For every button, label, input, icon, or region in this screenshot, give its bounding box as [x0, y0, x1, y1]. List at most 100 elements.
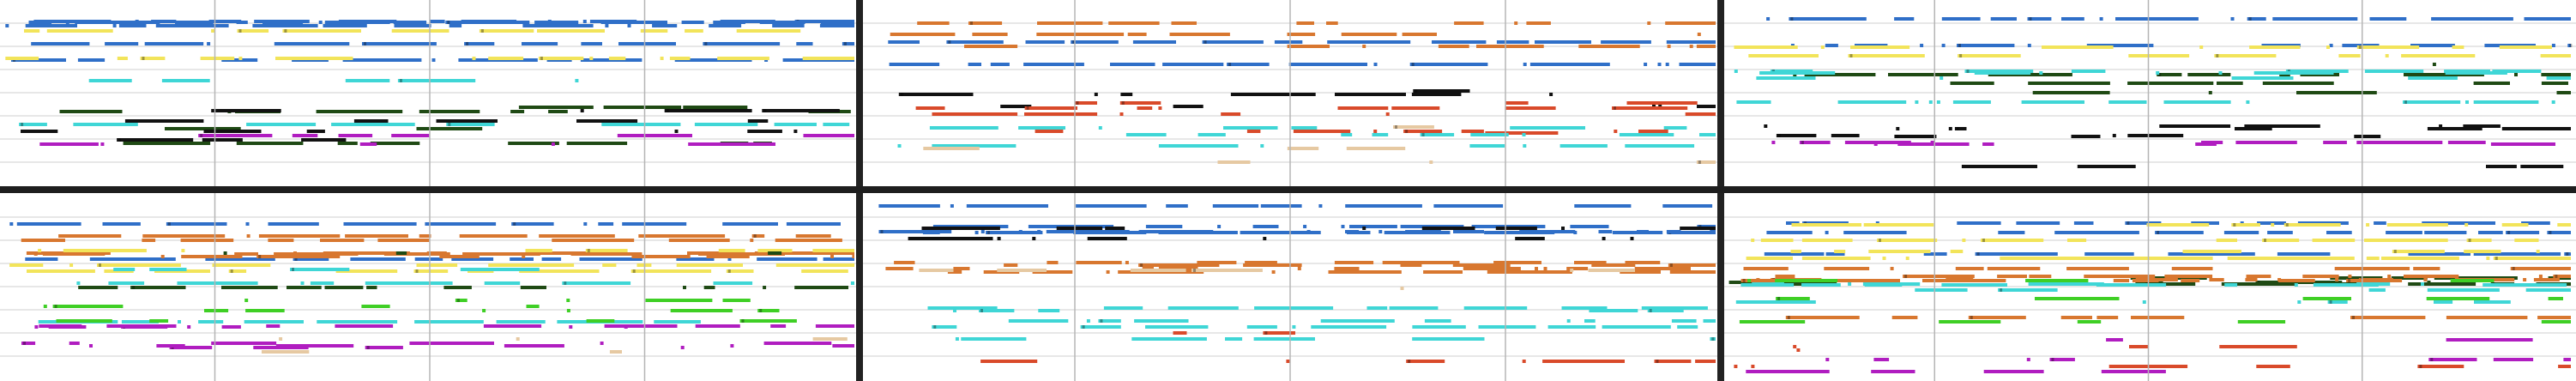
note-magenta — [156, 344, 185, 348]
note-cyan — [1735, 300, 1816, 304]
note-orange — [852, 255, 854, 258]
note-boundary-blue — [2569, 44, 2573, 47]
note-orange — [1824, 267, 1870, 270]
note-yellow — [685, 29, 703, 33]
note-orange — [1032, 270, 1073, 274]
note-blue — [1666, 230, 1681, 233]
note-boundary-black — [118, 138, 122, 142]
note-blue — [1432, 40, 1487, 44]
note-red — [1024, 106, 1077, 110]
note-magenta — [770, 324, 787, 328]
note-blue — [720, 20, 775, 23]
note-boundary-orange — [753, 234, 757, 238]
note-orange — [2181, 279, 2200, 282]
note-boundary-cyan — [1100, 319, 1103, 323]
note-cyan — [1699, 133, 1716, 136]
note-darkgreen — [1782, 282, 1811, 286]
note-blue — [2329, 44, 2333, 47]
note-blue — [1202, 40, 1264, 44]
note-orange — [2350, 316, 2426, 319]
note-magenta — [551, 142, 555, 146]
note-orange — [33, 252, 38, 256]
note-blue — [102, 222, 141, 226]
note-yellow — [181, 249, 185, 252]
note-blue — [2073, 221, 2094, 225]
note-green — [482, 309, 486, 312]
note-boundary-orange — [970, 21, 973, 25]
note-orange — [1543, 267, 1547, 270]
note-boundary-black — [1415, 89, 1418, 93]
note-cyan — [1647, 309, 1684, 312]
note-blue — [2478, 231, 2503, 234]
note-orange — [552, 239, 635, 242]
note-cyan — [961, 337, 1027, 341]
note-yellow — [802, 57, 854, 60]
note-boundary-yellow — [2216, 54, 2219, 57]
note-orange — [180, 239, 234, 242]
note-cyan — [1103, 306, 1143, 310]
note-yellow — [2410, 257, 2430, 260]
note-boundary-blue — [2507, 231, 2511, 234]
note-boundary-cyan — [448, 123, 451, 126]
note-boundary-yellow — [2495, 257, 2498, 260]
note-yellow — [211, 29, 215, 33]
note-tan — [516, 337, 520, 341]
note-cyan — [2327, 300, 2348, 304]
note-blue — [522, 42, 558, 45]
note-tan — [1400, 287, 1404, 290]
note-magenta — [266, 324, 281, 328]
note-yellow — [2262, 239, 2300, 242]
note-boundary-cyan — [1421, 133, 1425, 136]
note-orange — [528, 251, 594, 255]
note-blue — [1941, 44, 1946, 47]
note-cyan — [414, 320, 484, 324]
note-blue — [1519, 230, 1576, 233]
note-green — [757, 309, 780, 312]
note-orange — [1328, 270, 1402, 274]
note-orange — [2096, 316, 2119, 319]
note-cyan — [1131, 337, 1207, 341]
note-blue — [175, 21, 214, 24]
note-cyan — [2445, 71, 2507, 75]
note-black — [1549, 93, 1553, 96]
note-magenta — [1746, 370, 1830, 373]
note-yellow — [2326, 45, 2330, 49]
note-blue — [2168, 252, 2255, 256]
note-cyan — [2427, 288, 2500, 292]
note-magenta — [730, 344, 734, 348]
note-blue — [318, 21, 323, 24]
note-blue — [1378, 230, 1383, 233]
note-orange — [1402, 33, 1437, 36]
note-cyan — [897, 144, 902, 148]
note-darkgreen — [683, 286, 686, 289]
note-boundary-yellow — [1982, 239, 1985, 242]
note-yellow — [2280, 257, 2355, 260]
note-tan — [997, 269, 1047, 272]
note-orange — [1243, 263, 1302, 267]
note-blue — [2027, 44, 2031, 47]
note-yellow — [1834, 250, 1846, 253]
note-red — [1734, 365, 1738, 368]
note-yellow — [2401, 54, 2476, 57]
note-orange — [1108, 21, 1160, 25]
note-cyan — [1584, 319, 1596, 323]
note-cyan — [2224, 283, 2238, 287]
note-boundary-black — [1896, 135, 1899, 138]
note-cyan — [1246, 325, 1277, 329]
note-boundary-cyan — [1082, 325, 1085, 329]
note-darkgreen — [223, 251, 227, 255]
note-blue — [1252, 225, 1279, 228]
note-orange — [160, 255, 165, 258]
note-cyan — [2474, 300, 2511, 304]
note-red — [1391, 106, 1440, 110]
note-blue — [293, 257, 329, 261]
note-yellow — [812, 249, 854, 252]
note-boundary-yellow — [238, 29, 242, 33]
note-orange — [1815, 279, 1900, 282]
note-orange — [1667, 45, 1671, 48]
note-blue — [581, 42, 602, 45]
note-boundary-red — [1405, 130, 1409, 133]
note-yellow — [2067, 239, 2087, 242]
note-yellow — [2338, 54, 2361, 57]
